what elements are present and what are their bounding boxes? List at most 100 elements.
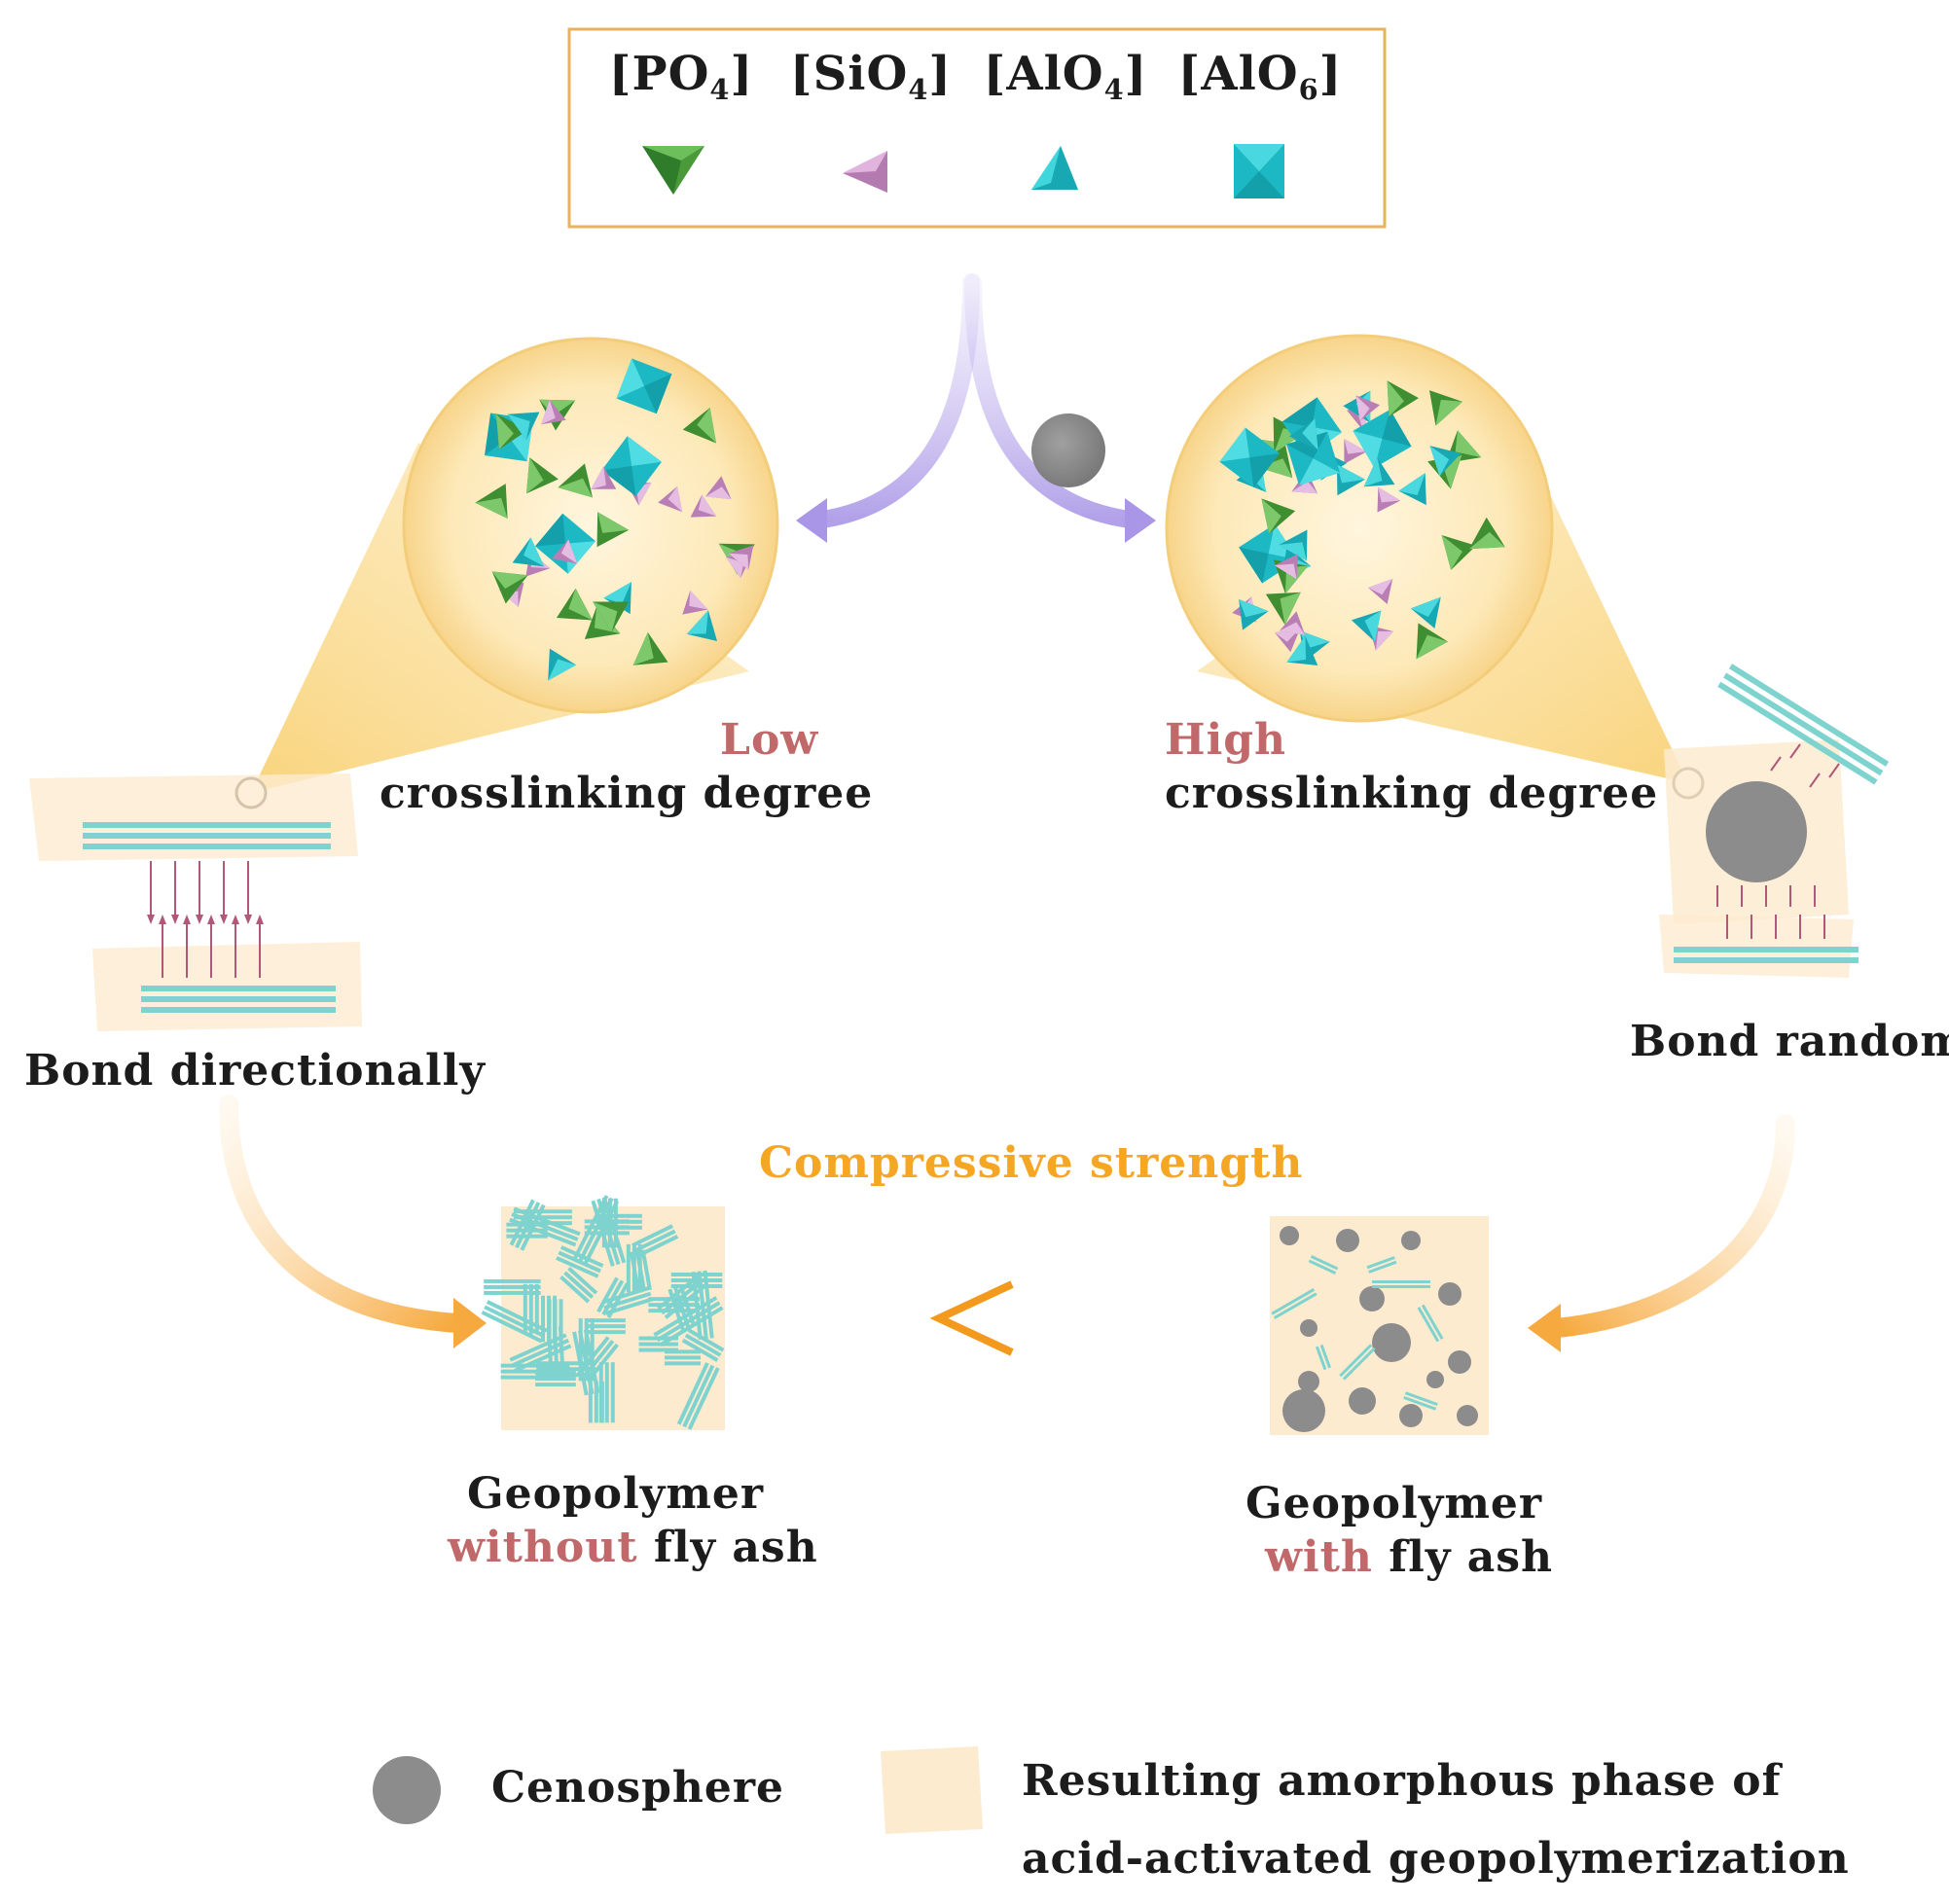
bond-random-label: Bond random xyxy=(1630,1017,1949,1066)
alo4-tetrahedron xyxy=(1351,610,1382,642)
alo4-tetrahedron xyxy=(1286,635,1318,665)
po4-tetrahedron xyxy=(495,413,528,450)
orange-arrow-right xyxy=(1547,1114,1795,1338)
less-than-symbol xyxy=(929,1280,1014,1356)
right-geopolymer-subtitle: with fly ash xyxy=(1265,1532,1554,1582)
sio4-tetrahedron xyxy=(1377,486,1401,513)
bond-arrow-diag xyxy=(1770,756,1782,772)
sio4-tetrahedron xyxy=(591,466,617,489)
alo4-tetrahedron xyxy=(507,412,540,441)
bond-arrowhead-down xyxy=(196,915,203,924)
sio4-tetrahedron xyxy=(552,539,578,564)
left-sheet-assembly xyxy=(29,773,362,1031)
alo6-octahedron xyxy=(1286,431,1341,485)
alo4-tetrahedron xyxy=(548,648,577,681)
right-crosslinking-label: crosslinking degree xyxy=(1165,769,1659,818)
po4-tetrahedron xyxy=(1261,498,1296,534)
bond-arrow-diag xyxy=(1789,743,1801,759)
alo4-tetrahedron xyxy=(1279,529,1308,561)
alo6-octahedron xyxy=(601,436,662,496)
sio4-tetrahedron xyxy=(1279,611,1306,635)
with-highlight: with xyxy=(1265,1532,1373,1582)
cenosphere-particle xyxy=(1349,1387,1376,1415)
po4-tetrahedron xyxy=(525,457,559,494)
legend-sio4-label: [SiO4] xyxy=(789,47,953,107)
right-bond-arrows xyxy=(1716,743,1840,939)
sio4-tetrahedron xyxy=(1355,395,1381,421)
teal-sheet xyxy=(596,1276,630,1319)
cenosphere-particle xyxy=(1426,1371,1444,1388)
cenosphere-particle xyxy=(1336,1229,1359,1252)
teal-sheet xyxy=(601,1198,618,1248)
cenosphere-particle xyxy=(1399,1404,1423,1427)
left-bond-arrows xyxy=(147,861,264,978)
po4-tetrahedron xyxy=(475,484,508,520)
cenosphere-icon xyxy=(1031,413,1105,487)
legend-po4-label: [PO4] xyxy=(608,47,754,107)
cenosphere-particle xyxy=(1457,1405,1478,1426)
alo6-octahedron xyxy=(1353,409,1412,468)
left-magnifier-circle xyxy=(402,337,779,714)
cenosphere-particle xyxy=(1280,1226,1299,1245)
alo4-tetrahedron xyxy=(1336,464,1365,496)
teal-sheet xyxy=(1339,1344,1376,1381)
teal-sheet xyxy=(1372,1280,1430,1288)
teal-sheet xyxy=(1271,1288,1317,1319)
left-polyhedra-network xyxy=(475,358,755,681)
po4-tetrahedron xyxy=(1441,535,1477,570)
po4-tetrahedron xyxy=(1468,517,1505,550)
right-sheet-assembly xyxy=(1659,664,1890,978)
left-crosslinking-label: crosslinking degree xyxy=(379,769,874,818)
alo4-tetrahedron xyxy=(1410,596,1441,629)
legend-alo6-label: [AlO6] xyxy=(1177,47,1343,107)
sio4-tetrahedron xyxy=(1274,554,1298,580)
teal-sheet xyxy=(664,1349,702,1366)
left-geopolymer-title: Geopolymer xyxy=(467,1469,765,1519)
po4-tetrahedron xyxy=(1416,623,1448,660)
alo4-tetrahedron xyxy=(1239,598,1269,630)
high-label: High xyxy=(1165,715,1287,765)
left-result-sheets xyxy=(481,1195,725,1430)
cenosphere-particle xyxy=(1300,1319,1317,1337)
cenosphere-particle xyxy=(1359,1286,1385,1311)
teal-sheet xyxy=(500,1363,570,1380)
green-tetrahedron-icon xyxy=(642,146,704,195)
cenosphere-particle xyxy=(1438,1282,1462,1306)
orange-arrowhead-left xyxy=(453,1298,487,1348)
bond-arrow-diag xyxy=(1809,772,1821,788)
right-geopolymer-title: Geopolymer xyxy=(1245,1479,1543,1528)
teal-sheet xyxy=(559,1267,598,1304)
bond-arrowhead-down xyxy=(244,915,252,924)
po4-tetrahedron xyxy=(1387,380,1420,417)
po4-tetrahedron xyxy=(593,601,630,632)
legend-amorphous-icon xyxy=(881,1746,983,1834)
cenosphere-particle xyxy=(1401,1231,1421,1250)
teal-sheet xyxy=(535,1371,576,1387)
orange-arrowhead-right xyxy=(1528,1304,1561,1352)
po4-tetrahedron xyxy=(558,463,594,498)
sio4-tetrahedron xyxy=(541,399,566,425)
sio4-tetrahedron xyxy=(1344,439,1367,465)
bond-arrowhead-down xyxy=(171,915,179,924)
legend-cenosphere-label: Cenosphere xyxy=(491,1763,785,1813)
teal-sheet xyxy=(1315,1344,1332,1371)
po4-tetrahedron xyxy=(632,631,668,665)
teal-sheet xyxy=(1308,1255,1339,1275)
teal-sheet xyxy=(1403,1391,1438,1411)
legend-cenosphere-icon xyxy=(373,1756,441,1824)
teal-sheet xyxy=(676,1362,720,1430)
po4-tetrahedron xyxy=(596,512,630,548)
teal-sheet xyxy=(626,1243,642,1293)
teal-sheet xyxy=(653,1296,724,1347)
po4-tetrahedron xyxy=(1265,592,1301,626)
teal-sheet xyxy=(484,1278,541,1295)
compressive-strength-label: Compressive strength xyxy=(759,1138,1304,1188)
po4-tetrahedron xyxy=(1428,390,1463,426)
bond-arrowhead-up xyxy=(256,915,264,924)
teal-sheet xyxy=(657,1273,708,1319)
teal-sheet xyxy=(587,1318,626,1335)
sio4-tetrahedron xyxy=(704,476,732,500)
sio4-tetrahedron xyxy=(1368,578,1393,605)
alo4-tetrahedron xyxy=(1398,473,1426,506)
